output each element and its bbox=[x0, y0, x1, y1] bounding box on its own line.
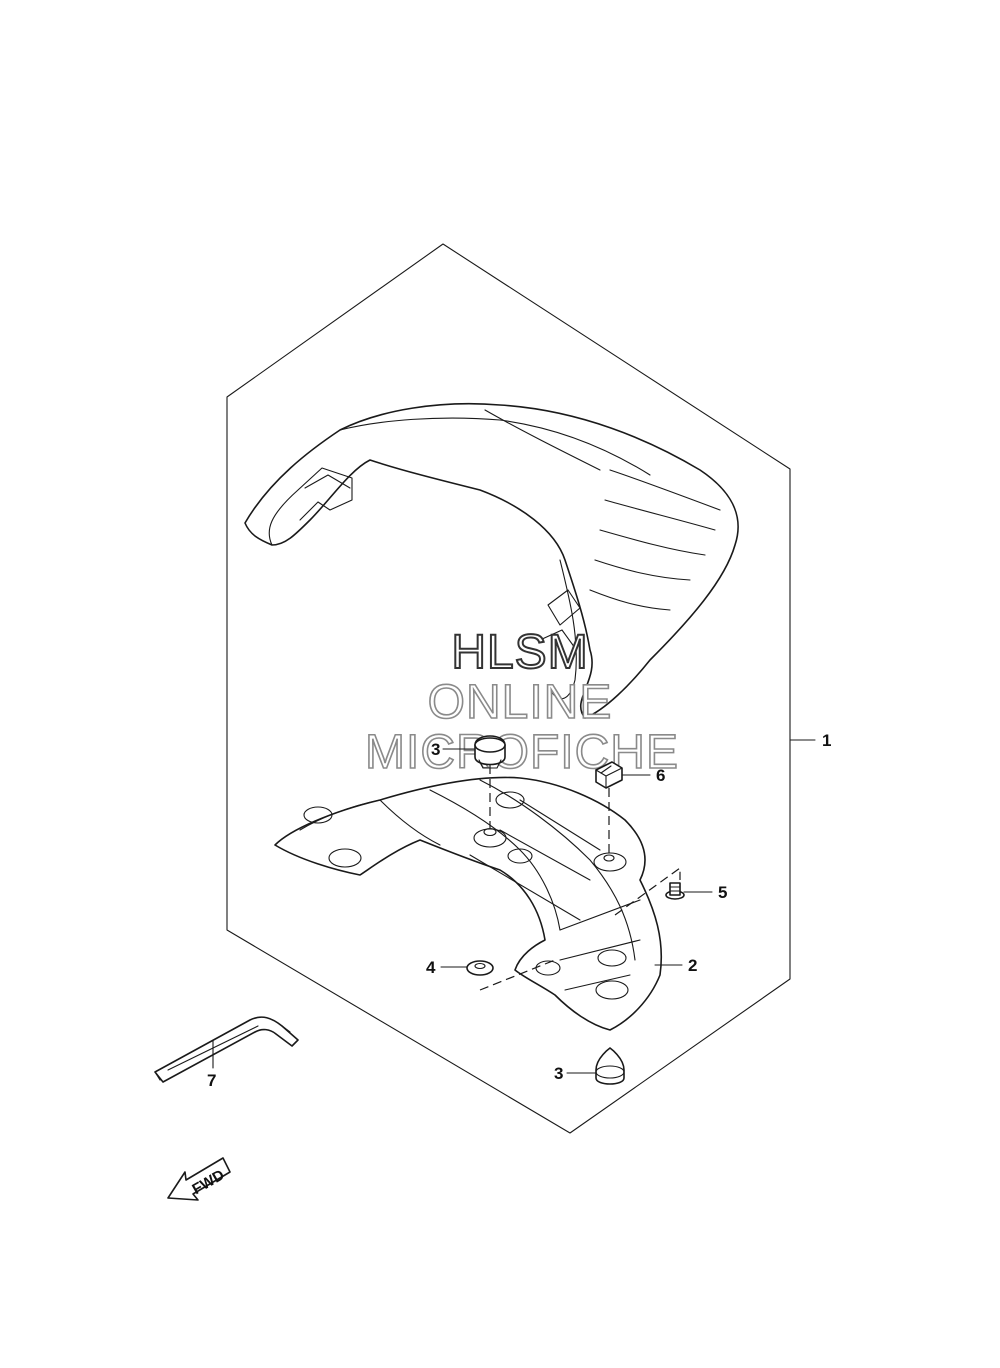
bracket-part bbox=[274, 776, 663, 1031]
watermark-line-1: HLSM bbox=[451, 626, 588, 679]
callout-1: 1 bbox=[789, 731, 831, 750]
watermark-line-3: MICROFICHE bbox=[365, 726, 679, 779]
callout-number-5: 5 bbox=[718, 883, 727, 902]
callout-5: 5 bbox=[683, 883, 727, 902]
callout-3-upper: 3 bbox=[431, 740, 475, 759]
callout-number-1: 1 bbox=[822, 731, 831, 750]
callout-2: 2 bbox=[654, 956, 697, 975]
callout-number-2: 2 bbox=[688, 956, 697, 975]
callout-7: 7 bbox=[207, 1039, 216, 1090]
assembly-outline bbox=[226, 243, 791, 1134]
callout-number-7: 7 bbox=[207, 1071, 216, 1090]
grommet-part-lower bbox=[595, 1047, 625, 1085]
hex-wrench-part bbox=[154, 1016, 299, 1083]
clip-nut-part bbox=[595, 761, 623, 789]
callout-number-4: 4 bbox=[426, 958, 436, 977]
callout-number-3-lower: 3 bbox=[554, 1064, 563, 1083]
grommet-part-upper bbox=[474, 735, 506, 769]
callout-4: 4 bbox=[426, 958, 468, 977]
callout-3-lower: 3 bbox=[554, 1064, 597, 1083]
callout-6: 6 bbox=[621, 766, 665, 785]
collar-part bbox=[466, 960, 494, 976]
callout-number-3-upper: 3 bbox=[431, 740, 440, 759]
forward-direction-arrow: FWD bbox=[167, 1157, 231, 1201]
seat-cowl-part bbox=[244, 402, 739, 719]
install-line-collar bbox=[479, 959, 556, 991]
bolt-part bbox=[665, 882, 685, 900]
watermark: HLSM ONLINE MICROFICHE bbox=[364, 625, 679, 780]
install-line-bolt bbox=[614, 866, 681, 916]
watermark-line-2: ONLINE bbox=[428, 676, 613, 729]
callout-number-6: 6 bbox=[656, 766, 665, 785]
